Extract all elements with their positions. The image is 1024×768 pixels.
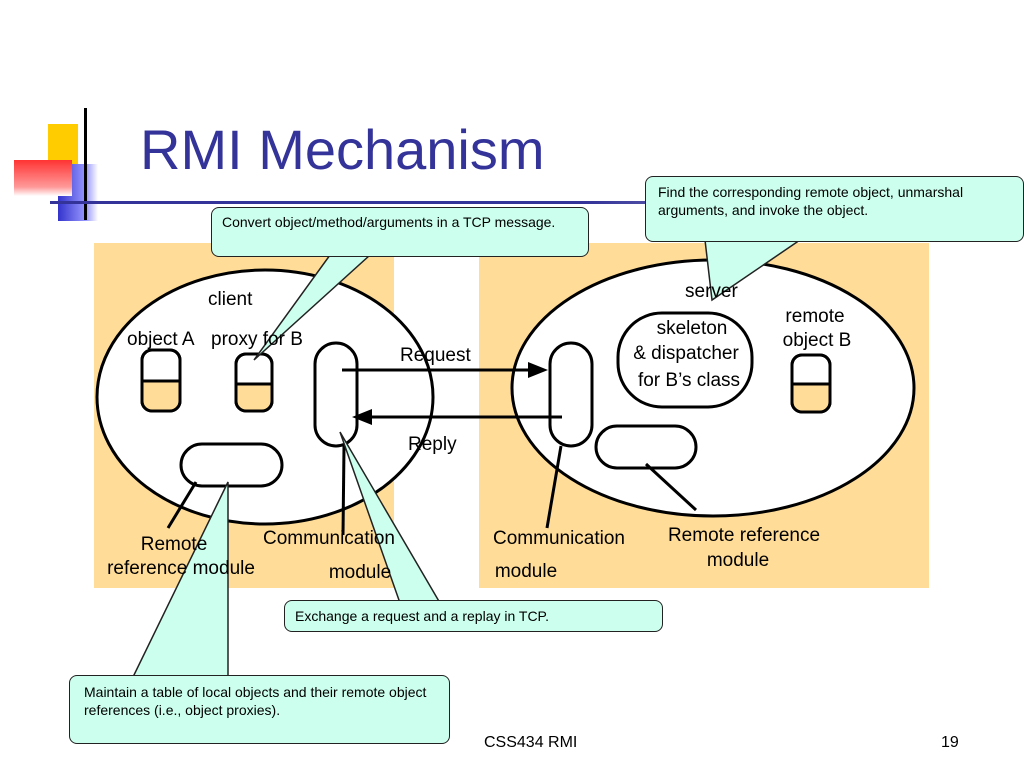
server-remote-ref-label-line2: module	[706, 550, 770, 571]
server-remote-ref-leader	[644, 462, 698, 512]
server-comm-module-shape	[548, 341, 594, 448]
page-number: 19	[941, 734, 959, 751]
server-comm-label-line1: Communication	[493, 528, 625, 549]
marshal-callout: Convert object/method/arguments in a TCP…	[211, 207, 589, 257]
client-remote-ref-leader	[166, 481, 198, 529]
remote-object-label-line1: remote	[785, 306, 845, 327]
proxy-b-shape	[234, 352, 274, 413]
client-remote-ref-label-line2: reference module	[107, 558, 255, 579]
skeleton-label-line2: & dispatcher	[633, 343, 739, 364]
skeleton-shape	[616, 311, 754, 409]
reply-arrow	[352, 409, 562, 425]
reply-label: Reply	[408, 434, 457, 455]
server-remote-ref-shape	[594, 424, 698, 470]
object-b-shape	[790, 353, 832, 414]
logo-vertical-bar	[84, 108, 87, 220]
slide-title: RMI Mechanism	[140, 118, 545, 181]
footer-course: CSS434 RMI	[484, 734, 578, 751]
client-remote-ref-label-line1: Remote	[140, 534, 208, 555]
server-remote-ref-label-line1: Remote reference	[667, 525, 821, 546]
client-comm-label-line2: module	[328, 562, 392, 583]
request-arrow	[342, 362, 548, 378]
client-comm-module-shape	[313, 341, 359, 448]
request-label: Request	[400, 345, 471, 366]
remote-object-label-line2: object B	[782, 330, 852, 351]
logo-red-square	[14, 160, 72, 196]
client-comm-leader	[341, 445, 346, 536]
skeleton-label-line3: for B’s class	[637, 370, 741, 391]
client-comm-label-line1: Communication	[263, 528, 395, 549]
object-a-label: object A	[127, 329, 195, 350]
client-label: client	[208, 289, 253, 310]
server-comm-label-line2: module	[494, 561, 558, 582]
exchange-callout: Exchange a request and a replay in TCP.	[284, 600, 663, 632]
proxy-b-label: proxy for B	[211, 329, 303, 350]
server-label: server	[685, 281, 738, 302]
server-comm-leader	[545, 445, 563, 529]
logo-yellow-square	[48, 124, 78, 164]
object-a-shape	[140, 348, 182, 413]
reference-table-callout: Maintain a table of local objects and th…	[69, 675, 450, 744]
skeleton-label-line1: skeleton	[656, 318, 728, 339]
client-remote-ref-shape	[179, 442, 284, 488]
title-underline	[50, 201, 1024, 204]
skeleton-callout: Find the corresponding remote object, un…	[645, 176, 1024, 242]
